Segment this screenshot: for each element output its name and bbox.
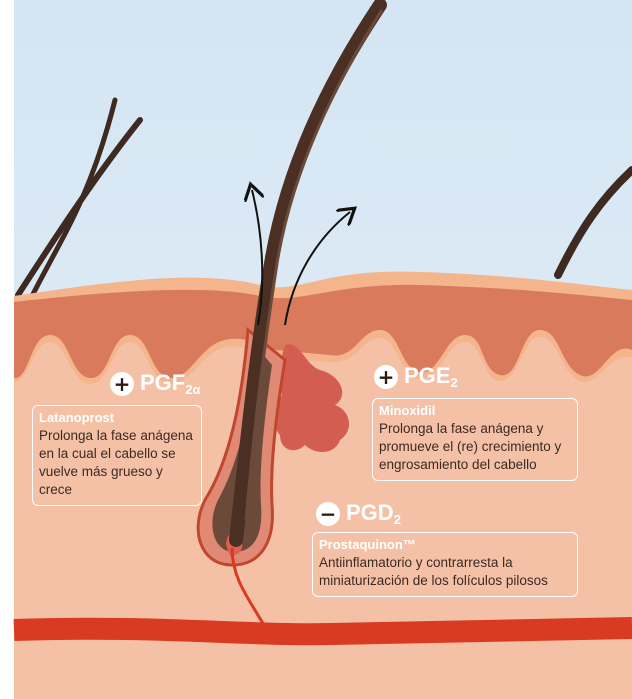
pgf-desc-3: vuelve más grueso y crece <box>39 463 195 499</box>
pge-desc-2: promueve el (re) crecimiento y <box>379 438 571 456</box>
minus-icon: − <box>316 502 340 526</box>
pgd-label: − PGD2 <box>316 500 401 527</box>
plus-icon: + <box>374 365 398 389</box>
blood-vessel <box>14 628 632 634</box>
pge-name: PGE2 <box>404 363 458 390</box>
pgf-desc-1: Prolonga la fase anágena <box>39 427 195 445</box>
pgf-name: PGF2α <box>140 370 200 397</box>
pge-label: + PGE2 <box>374 363 458 390</box>
plus-icon: + <box>110 372 134 396</box>
pge-desc-1: Prolonga la fase anágena y <box>379 420 571 438</box>
pgd-drug: Prostaquinon™ <box>319 537 571 552</box>
pgd-name: PGD2 <box>346 500 401 527</box>
pgf-card: Latanoprost Prolonga la fase anágena en … <box>32 405 202 506</box>
pge-desc-3: engrosamiento del cabello <box>379 456 571 474</box>
pgf-label: + PGF2α <box>110 370 200 397</box>
pgd-desc-2: miniaturización de los folículos pilosos <box>319 572 571 590</box>
pgf-drug: Latanoprost <box>39 410 195 425</box>
pgd-desc-1: Antiinflamatorio y contrarresta la <box>319 554 571 572</box>
pge-card: Minoxidil Prolonga la fase anágena y pro… <box>372 398 578 481</box>
pgf-desc-2: en la cual el cabello se <box>39 445 195 463</box>
pge-drug: Minoxidil <box>379 403 571 418</box>
pgd-card: Prostaquinon™ Antiinflamatorio y contrar… <box>312 532 578 597</box>
